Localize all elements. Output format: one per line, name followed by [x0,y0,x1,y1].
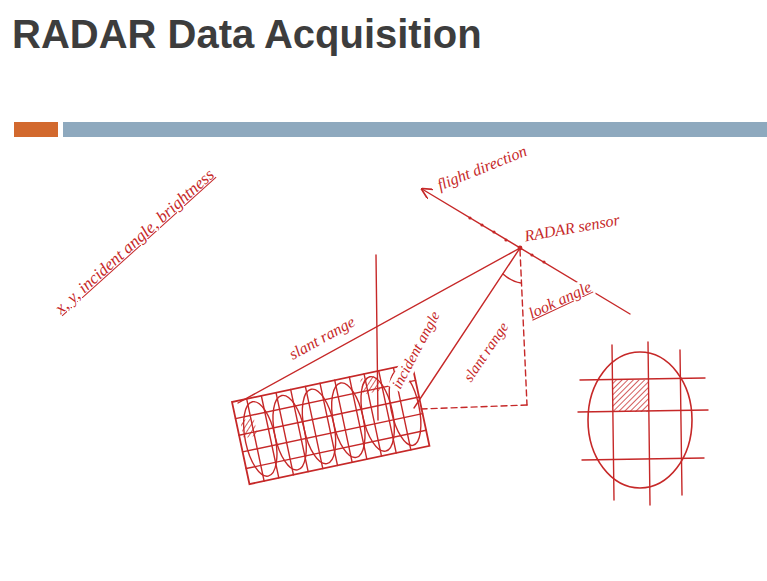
look-angle-arc [503,274,521,283]
slide-title: RADAR Data Acquisition [12,10,482,58]
annotation-note: x, y, incident angle, brightness [50,164,220,319]
flight-direction-label: flight direction [433,141,531,194]
sensor-label: RADAR sensor [521,211,623,246]
title-rule [63,122,767,137]
slant-range-line [238,248,520,403]
footprint-detail [578,342,708,505]
flight-path [422,189,630,314]
nadir-line [420,405,527,409]
nadir-line [520,250,527,405]
accent-bar [14,122,58,137]
look-angle-label: look angle [524,277,596,323]
surface-normal [376,255,378,420]
